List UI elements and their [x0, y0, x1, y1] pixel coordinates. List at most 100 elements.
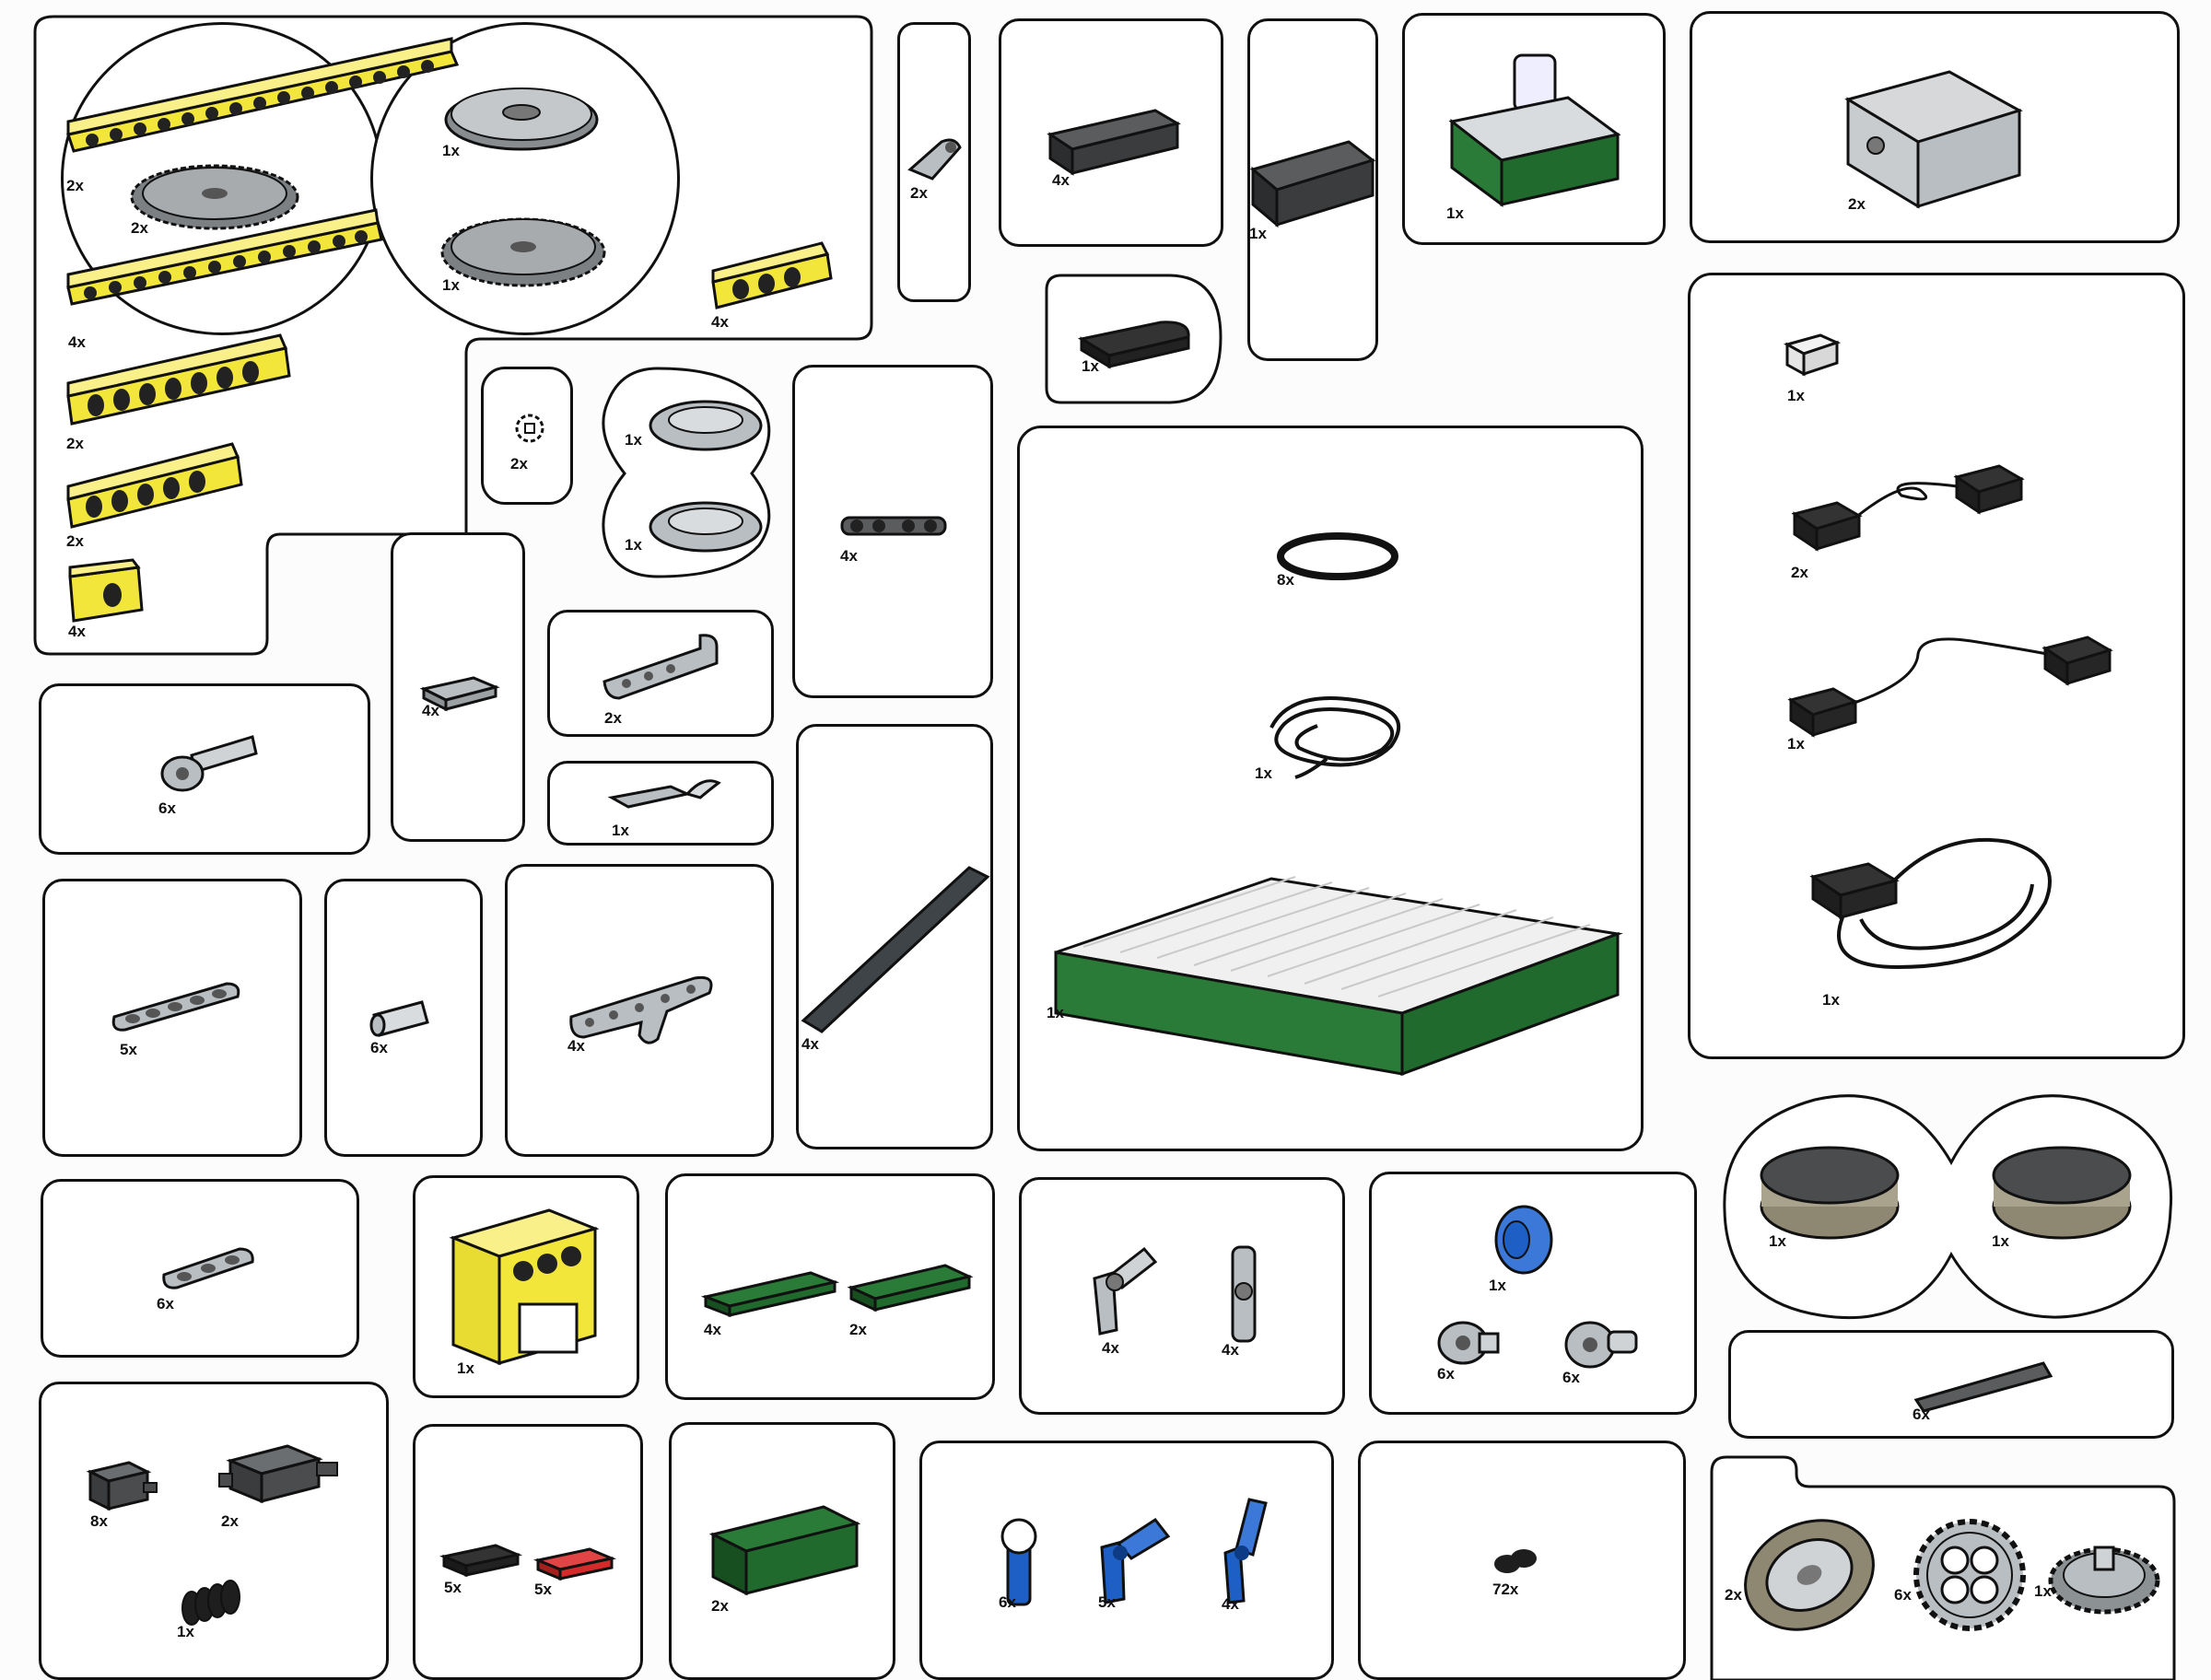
qty-wire-long: 1x	[1822, 991, 1840, 1009]
qty-cam-b: 1x	[625, 536, 642, 554]
qty-beam16: 2x	[66, 177, 84, 194]
qty-connector-axle: 6x	[158, 799, 176, 817]
tile-red	[532, 1547, 617, 1581]
wire-medium	[1787, 636, 2113, 738]
qty-beam6: 2x	[66, 532, 84, 550]
turntable-b-tan	[1992, 1146, 2132, 1240]
brick-axle-large	[218, 1444, 338, 1504]
beam-1-yellow	[68, 558, 144, 623]
qty-crank: 2x	[910, 184, 928, 202]
touch-sensor-white	[1784, 333, 1842, 377]
plate-rounded-black	[1077, 321, 1190, 369]
qty-cam-a: 1x	[625, 431, 642, 449]
qty-touch-sensor: 1x	[1787, 387, 1805, 404]
qty-beam8: 2x	[66, 435, 84, 452]
qty-turntable-b: 1x	[1992, 1232, 2009, 1250]
blue-connector-box	[919, 1441, 1334, 1680]
gear-8-white	[515, 414, 544, 443]
angle-connector-box	[1019, 1177, 1345, 1415]
qty-axle-joiner: 4x	[840, 547, 858, 565]
beam-12-yellow	[66, 208, 383, 306]
qty-pin-conn-b: 6x	[1562, 1369, 1580, 1386]
plate-1x2-gray	[419, 676, 500, 712]
rubber-bar-dark	[801, 866, 990, 1033]
rubber-band-black	[1277, 532, 1398, 580]
qty-blue-conn-a: 6x	[999, 1593, 1016, 1611]
qty-rubber-bar: 4x	[801, 1035, 819, 1053]
qty-tile-black: 5x	[444, 1579, 462, 1596]
qty-long-pin: 6x	[1913, 1406, 1930, 1423]
qty-beam3: 6x	[157, 1295, 174, 1312]
qty-crown-gear: 1x	[2034, 1582, 2052, 1600]
beam5-box	[42, 879, 302, 1157]
yellow-frame	[449, 1208, 600, 1366]
gear-24-gray	[1913, 1519, 2026, 1631]
hook-plate-gray	[607, 779, 721, 809]
blue-connector-a	[1000, 1518, 1037, 1606]
qty-rounded-plate: 1x	[1082, 357, 1099, 375]
beam-6-yellow	[66, 442, 243, 529]
blue-connector-b	[1100, 1517, 1171, 1604]
qty-pulley: 1x	[442, 142, 460, 159]
qty-wire-short: 2x	[1791, 564, 1808, 581]
bush-gray	[369, 1000, 429, 1037]
qty-turntable-a: 1x	[1769, 1232, 1786, 1250]
connector-axle-box	[39, 683, 370, 855]
string-black	[1269, 696, 1401, 779]
qty-beam5: 5x	[120, 1041, 137, 1058]
qty-gear40-a: 2x	[131, 219, 148, 237]
qty-worm: 1x	[177, 1623, 194, 1640]
beam-5-gray	[111, 982, 240, 1032]
connector-axle-gray	[160, 735, 258, 792]
pin-connector-a	[1437, 1321, 1500, 1365]
blue-pulley	[1494, 1205, 1553, 1275]
qty-yellow-frame: 1x	[457, 1359, 474, 1377]
qty-tile-red: 5x	[534, 1581, 552, 1598]
tile-box	[413, 1424, 643, 1680]
qty-wire-medium: 1x	[1787, 735, 1805, 752]
qty-hook-plate: 1x	[612, 822, 629, 839]
qty-brick-axle-small: 8x	[90, 1512, 108, 1530]
beam-3-gray	[162, 1247, 254, 1289]
qty-gear40-b: 1x	[442, 276, 460, 294]
angle-connector-a	[1093, 1246, 1158, 1336]
qty-blue-conn-b: 5x	[1098, 1593, 1116, 1611]
wire-short	[1791, 464, 2025, 552]
base-plate-green	[1054, 876, 1623, 1077]
qty-brick2x6: 1x	[1249, 225, 1267, 242]
crown-gear-gray	[2048, 1546, 2160, 1615]
qty-blue-conn-c: 4x	[1222, 1595, 1239, 1613]
qty-green-tile: 4x	[704, 1321, 721, 1338]
worm-gear-black	[181, 1580, 240, 1626]
angle-connector-b	[1231, 1245, 1257, 1343]
long-pin-dark	[1913, 1361, 2053, 1413]
qty-plate1x2: 4x	[422, 702, 439, 719]
qty-brick-axle-large: 2x	[221, 1512, 239, 1530]
light-brick-green	[1448, 53, 1621, 207]
long-pin-box	[1728, 1330, 2174, 1439]
qty-bush: 6x	[370, 1039, 388, 1056]
triangle-beam-gray	[569, 975, 713, 1044]
qty-pins: 72x	[1492, 1581, 1519, 1598]
qty-blue-pulley: 1x	[1489, 1277, 1506, 1294]
hook-plate-box	[547, 761, 774, 846]
gear-40-gray-b	[440, 217, 606, 287]
motor-gray	[1844, 70, 2023, 209]
qty-gear24: 6x	[1894, 1586, 1912, 1604]
brick-axle-small	[86, 1461, 158, 1511]
qty-angle-conn-a: 4x	[1102, 1339, 1119, 1357]
blue-connector-c	[1223, 1498, 1268, 1604]
gear-40-gray	[130, 164, 299, 230]
tile-black	[439, 1544, 523, 1578]
qty-gear8: 2x	[510, 455, 528, 472]
brick-axle-box	[39, 1382, 389, 1680]
qty-beam12: 4x	[68, 333, 86, 351]
wheel-gray	[1744, 1519, 1875, 1631]
green-tile	[700, 1271, 840, 1318]
turntable-a-tan	[1760, 1146, 1900, 1240]
qty-base-plate: 1x	[1047, 1004, 1064, 1021]
qty-beam1: 4x	[68, 623, 86, 640]
axle-joiner-dark	[840, 516, 947, 536]
green-plate	[847, 1264, 974, 1312]
